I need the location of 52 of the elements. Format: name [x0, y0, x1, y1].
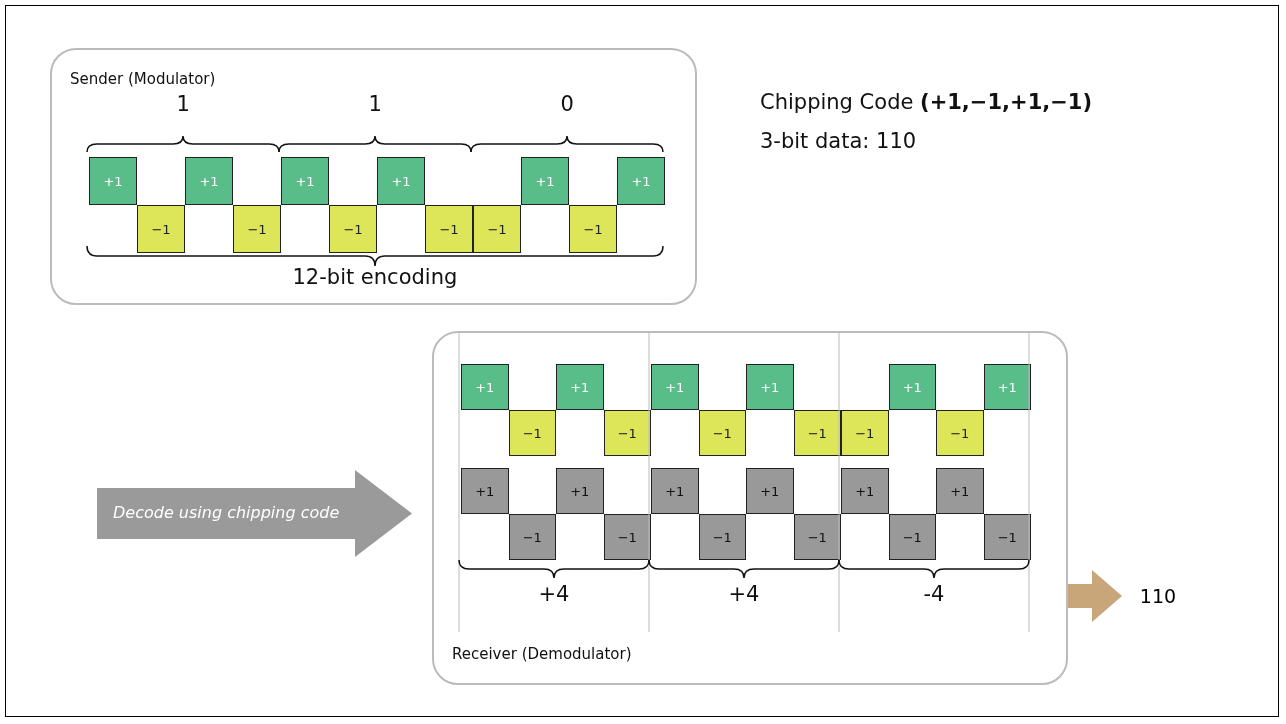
result-value: 110: [1130, 578, 1186, 614]
chip-square: −1: [329, 205, 377, 253]
chip-square: +1: [556, 468, 604, 514]
chip-square: −1: [936, 410, 984, 456]
chip-square: −1: [698, 410, 746, 456]
chip-square: −1: [425, 205, 473, 253]
chip-square: −1: [233, 205, 281, 253]
panel-title: Sender (Modulator): [70, 70, 216, 88]
chip-square: +1: [281, 157, 329, 205]
chip-square: +1: [89, 157, 137, 205]
chip-square: +1: [746, 364, 794, 410]
panel-card: [50, 48, 697, 305]
chip-square: −1: [569, 205, 617, 253]
chip-square: −1: [888, 514, 936, 560]
chip-square: +1: [185, 157, 233, 205]
chip-square: −1: [983, 514, 1031, 560]
sum-value: -4: [923, 582, 945, 606]
chip-square: +1: [377, 157, 425, 205]
chip-square: −1: [603, 410, 651, 456]
panel-title: Receiver (Demodulator): [452, 645, 632, 663]
bit-label: 1: [176, 92, 190, 116]
chip-square: −1: [603, 514, 651, 560]
chip-square: −1: [841, 410, 889, 456]
bit-label: 1: [368, 92, 382, 116]
chip-square: +1: [983, 364, 1031, 410]
arrow-label: Decode using chipping code: [113, 502, 340, 522]
chip-square: −1: [793, 410, 841, 456]
chip-square: +1: [936, 468, 984, 514]
sum-value: +4: [728, 582, 760, 606]
chip-square: +1: [888, 364, 936, 410]
bit-label: 0: [560, 92, 574, 116]
chip-square: −1: [508, 514, 556, 560]
chip-square: −1: [793, 514, 841, 560]
chip-square: −1: [698, 514, 746, 560]
chipping-code-text: Chipping Code (+1,−1,+1,−1): [760, 90, 1093, 114]
encoding-label: 12-bit encoding: [292, 265, 458, 289]
chip-square: −1: [473, 205, 521, 253]
chip-square: +1: [651, 468, 699, 514]
chip-square: +1: [841, 468, 889, 514]
chip-square: +1: [461, 468, 509, 514]
chip-square: +1: [461, 364, 509, 410]
arrow: [1068, 570, 1122, 622]
chip-square: +1: [556, 364, 604, 410]
chip-square: +1: [617, 157, 665, 205]
data-text: 3-bit data: 110: [760, 129, 917, 153]
chip-square: +1: [521, 157, 569, 205]
panel-card: [432, 331, 1068, 685]
chip-square: +1: [651, 364, 699, 410]
chip-square: −1: [137, 205, 185, 253]
sum-value: +4: [538, 582, 570, 606]
chip-square: +1: [746, 468, 794, 514]
chip-square: −1: [508, 410, 556, 456]
